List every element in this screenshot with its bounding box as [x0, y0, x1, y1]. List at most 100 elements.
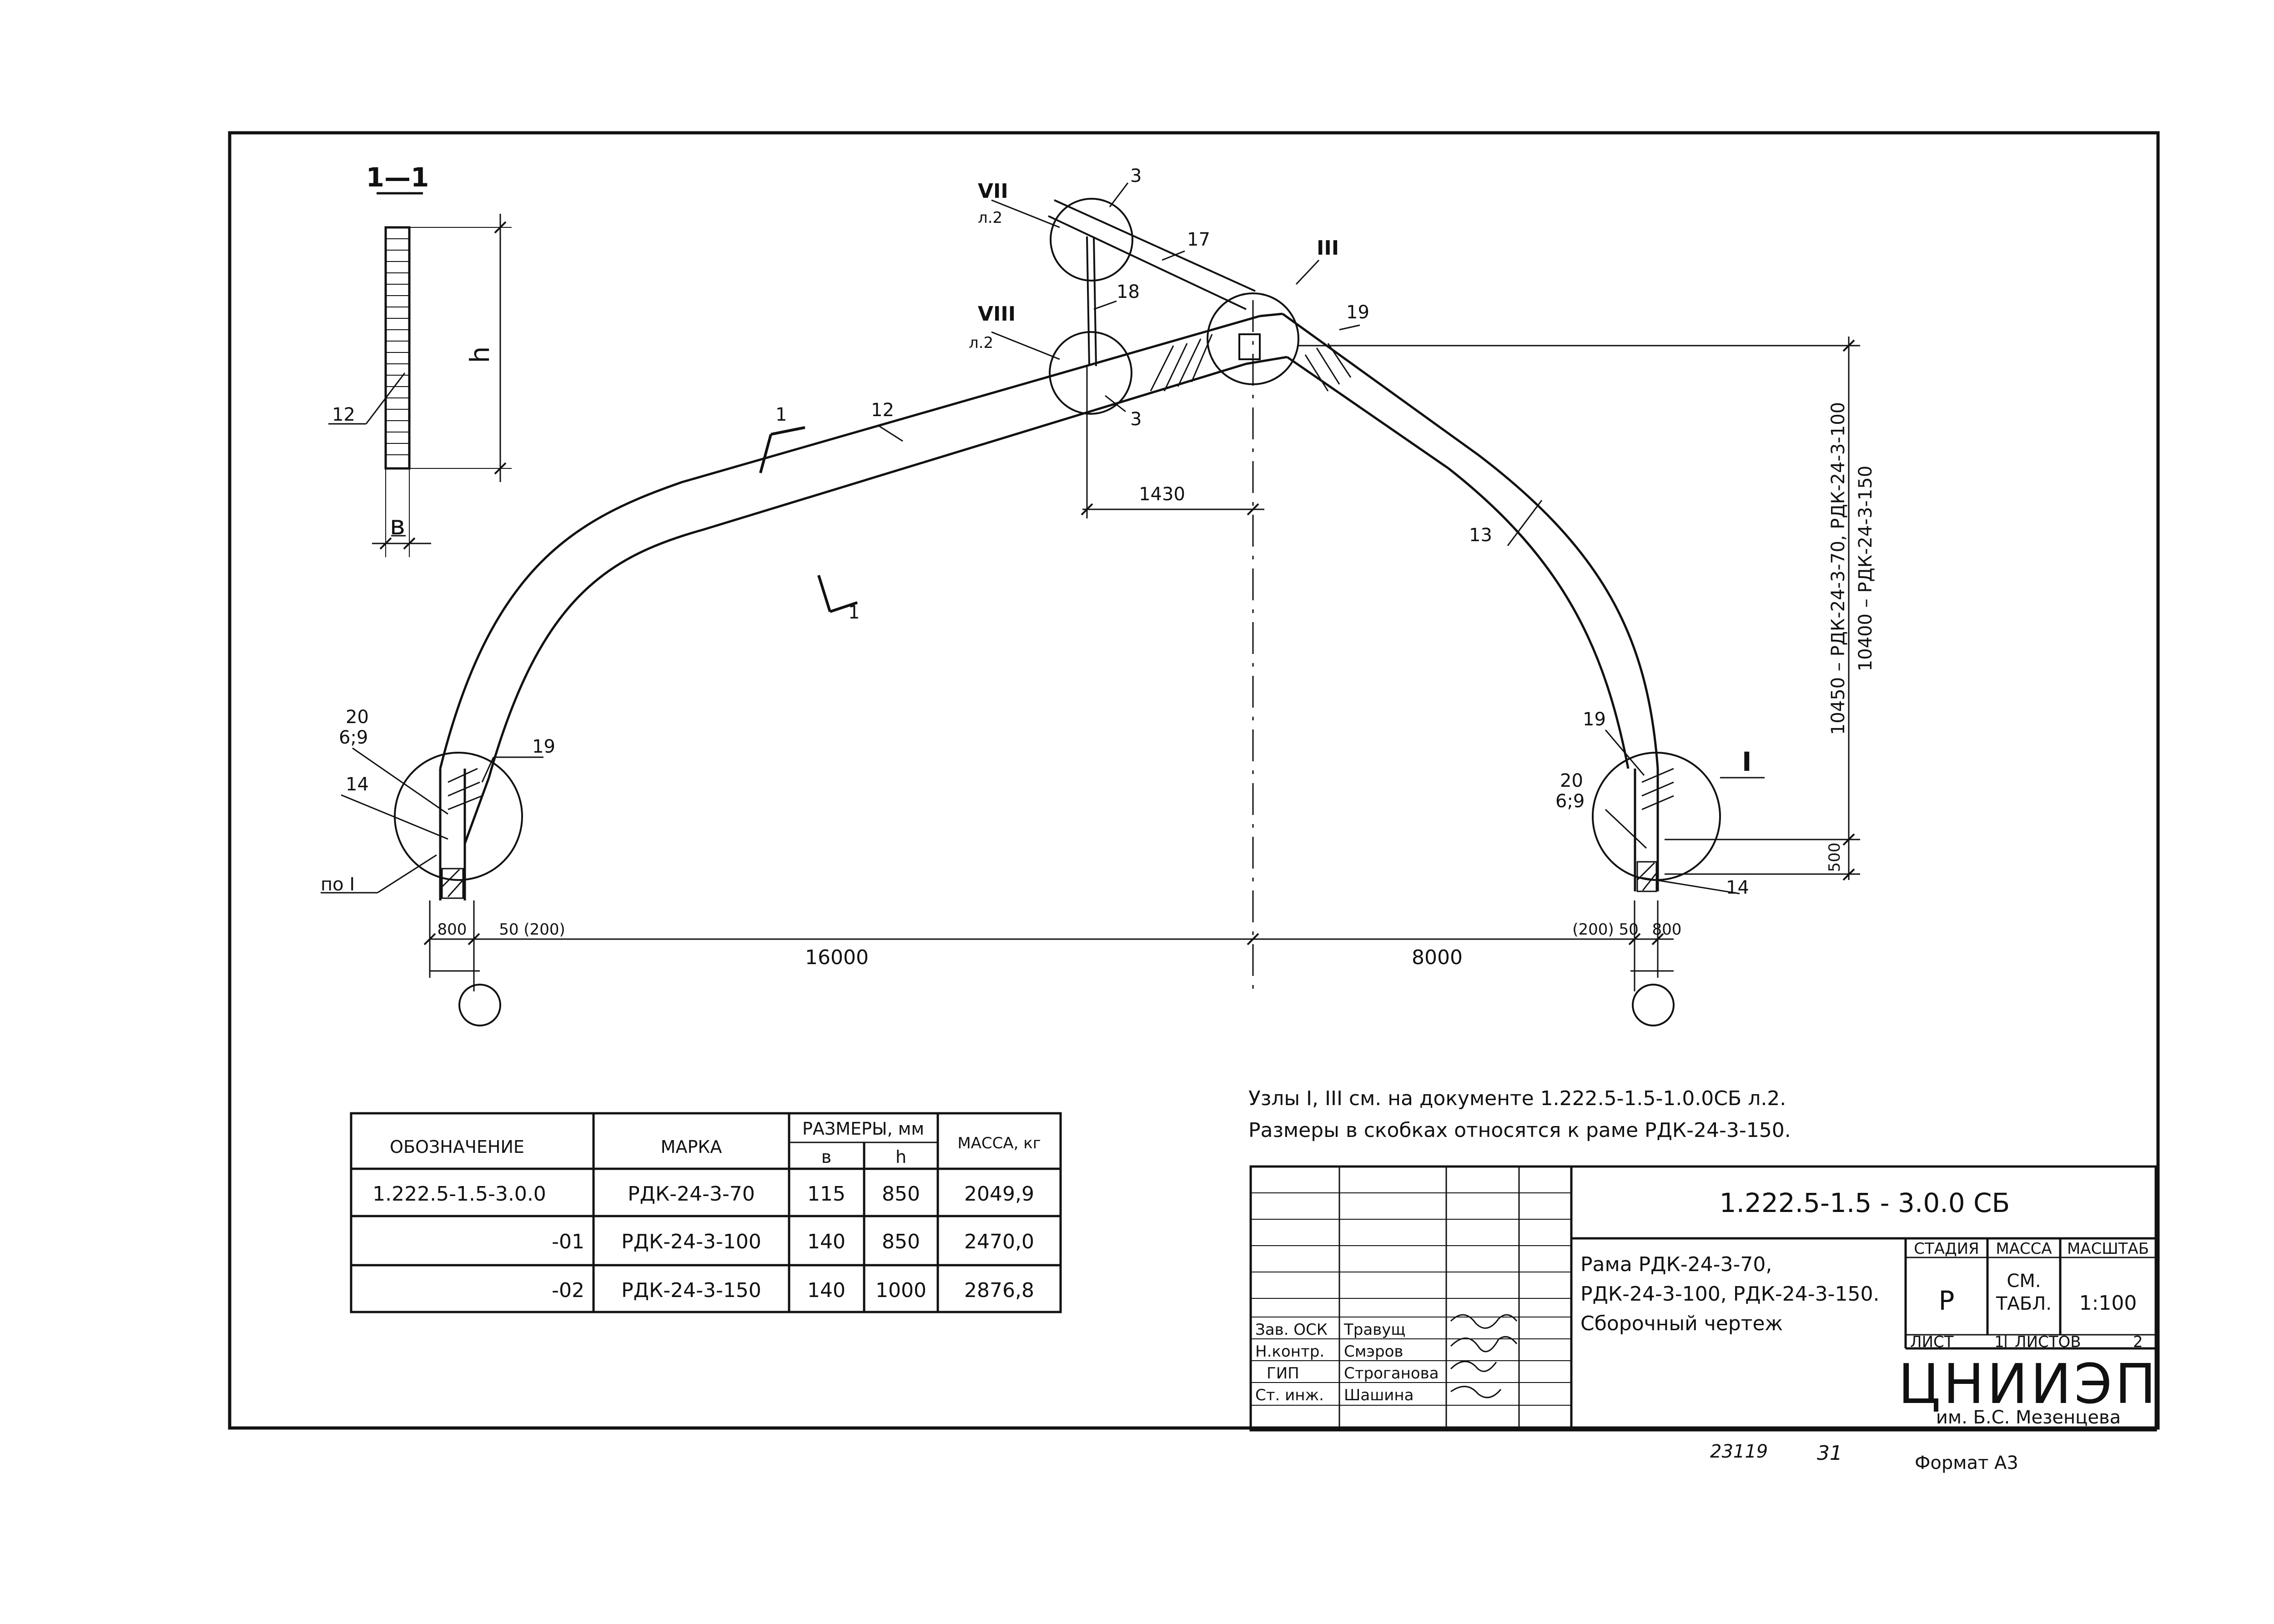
inventory-number: 23119: [1710, 1441, 1768, 1462]
mark-17: 17: [1187, 229, 1210, 250]
section-marker: [759, 426, 858, 613]
table-header-sizes: РАЗМЕРЫ, мм: [802, 1119, 924, 1139]
person-name: Травущ: [1343, 1321, 1405, 1339]
note-line-1: Узлы I, III см. на документе 1.222.5-1.5…: [1248, 1087, 1786, 1110]
node-iii-label: III: [1317, 236, 1339, 260]
axis-bubble-right: [1632, 984, 1675, 1026]
dim-height-line2: 10400 – РДК-24-3-150: [1855, 466, 1876, 671]
dim-800-left: 800: [438, 920, 467, 939]
table-cell: 850: [882, 1230, 920, 1253]
table-cell: РДК-24-3-150: [621, 1279, 761, 1302]
mark-3-mid: 3: [1130, 409, 1142, 430]
table-header-mark: МАРКА: [661, 1137, 722, 1157]
table-header-h: h: [896, 1147, 906, 1167]
mark-14-right: 14: [1726, 877, 1749, 898]
ridge-assembly: [1048, 199, 1261, 367]
spec-table-grid: [350, 1112, 1062, 1313]
table-cell: 2876,8: [964, 1279, 1034, 1302]
mark-20-right-sub: 6;9: [1555, 791, 1585, 812]
section-1-1: [328, 192, 512, 557]
title-block-grid: [1249, 1165, 2157, 1432]
role-label: ГИП: [1267, 1364, 1299, 1383]
table-header-mass: МАССА, кг: [957, 1134, 1041, 1152]
section-b-label: в: [390, 510, 405, 541]
dim-16000: 16000: [805, 946, 869, 969]
node-viii-label: VIII: [978, 302, 1016, 326]
dim-800-right: 800: [1652, 920, 1682, 939]
mark-19-right: 19: [1583, 709, 1606, 730]
node-vii-sheet: л.2: [978, 209, 1002, 227]
table-header-b: в: [821, 1147, 831, 1167]
scale-header: МАСШТАБ: [2067, 1240, 2149, 1258]
table-cell: 1000: [875, 1279, 926, 1302]
doc-title-line3: Сборочный чертеж: [1580, 1312, 1783, 1335]
mass-header: МАССА: [1996, 1240, 2052, 1258]
mark-1-bot: 1: [848, 602, 860, 623]
ref-node-i-label: по I: [321, 874, 355, 895]
table-cell: 140: [807, 1279, 845, 1302]
hatch-zones: [441, 334, 1674, 899]
note-line-2: Размеры в скобках относятся к раме РДК-2…: [1248, 1119, 1791, 1142]
mark-12: 12: [871, 400, 894, 421]
sheet-frame: [228, 131, 2160, 1430]
dimension-lines: [423, 337, 1860, 991]
stage-value: Р: [1939, 1285, 1955, 1316]
mark-20-left-sub: 6;9: [339, 727, 368, 748]
role-label: Ст. инж.: [1255, 1386, 1324, 1404]
sheet-label: ЛИСТ: [1910, 1333, 1954, 1351]
mark-20-right: 20: [1560, 770, 1583, 791]
mark-19-left: 19: [532, 736, 555, 757]
sheets-label: ЛИСТОВ: [2015, 1333, 2081, 1351]
node-circle-vii: [1050, 198, 1133, 282]
table-cell: 115: [807, 1182, 845, 1206]
organization-subtitle: им. Б.С. Мезенцева: [1936, 1407, 2121, 1428]
mark-13: 13: [1469, 525, 1492, 546]
section-h-label: h: [464, 347, 495, 363]
mark-1-top: 1: [775, 404, 787, 425]
dim-50-right: (200) 50: [1572, 920, 1639, 939]
table-cell: 2049,9: [964, 1182, 1034, 1206]
mark-18: 18: [1117, 282, 1140, 302]
node-viii-sheet: л.2: [969, 334, 993, 352]
page-number: 31: [1817, 1442, 1842, 1465]
dim-50-left: 50 (200): [499, 920, 565, 939]
person-name: Строганова: [1344, 1364, 1439, 1383]
dim-height-line1: 10450 – РДК-24-3-70, РДК-24-3-100: [1828, 402, 1849, 735]
person-name: Шашина: [1344, 1386, 1414, 1404]
mass-value-2: ТАБЛ.: [1996, 1293, 2052, 1314]
table-cell: РДК-24-3-70: [628, 1182, 755, 1206]
organization-logo: ЦНИИЭП: [1898, 1353, 2159, 1416]
table-header-designation: ОБОЗНАЧЕНИЕ: [390, 1137, 524, 1157]
sheet-value: 1: [1994, 1333, 2004, 1351]
doc-code: 1.222.5-1.5 - 3.0.0 СБ: [1720, 1187, 2010, 1218]
dim-8000: 8000: [1412, 946, 1463, 969]
frame-outline: [439, 312, 1659, 900]
doc-title-line2: РДК-24-3-100, РДК-24-3-150.: [1580, 1282, 1879, 1306]
dim-1430: 1430: [1139, 484, 1185, 505]
mark-14-left: 14: [346, 774, 369, 795]
node-circle-left: [394, 752, 523, 881]
role-label: Н.контр.: [1255, 1342, 1324, 1361]
format-label: Формат А3: [1915, 1453, 2018, 1473]
axis-bubble-left: [458, 984, 501, 1026]
table-cell: 1.222.5-1.5-3.0.0: [372, 1182, 546, 1206]
person-name: Смэров: [1344, 1342, 1403, 1361]
table-cell: РДК-24-3-100: [621, 1230, 761, 1253]
section-position-label: 12: [332, 404, 355, 425]
leader-lines: [321, 182, 1765, 895]
table-cell: 2470,0: [964, 1230, 1034, 1253]
sheets-value: 2: [2133, 1333, 2143, 1351]
node-vii-label: VII: [978, 180, 1008, 203]
table-cell: 140: [807, 1230, 845, 1253]
stage-header: СТАДИЯ: [1914, 1240, 1979, 1258]
doc-title-line1: Рама РДК-24-3-70,: [1580, 1253, 1772, 1276]
dim-500: 500: [1826, 843, 1844, 872]
table-cell: -01: [552, 1230, 584, 1253]
node-i-label: I: [1742, 746, 1752, 777]
scale-value: 1:100: [2079, 1292, 2137, 1315]
role-label: Зав. ОСК: [1255, 1321, 1328, 1339]
mass-value-1: СМ.: [2007, 1271, 2041, 1292]
mark-19-top: 19: [1346, 302, 1369, 323]
table-cell: 850: [882, 1182, 920, 1206]
